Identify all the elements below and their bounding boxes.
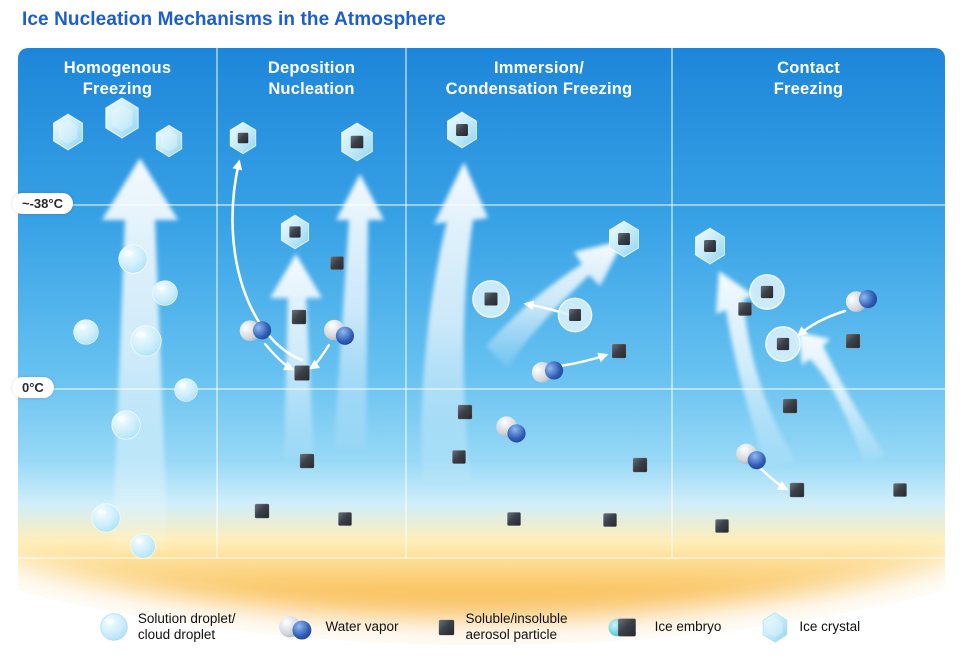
- updraft-arrow: [798, 332, 886, 462]
- ice-embryo-droplet-icon: [749, 274, 785, 310]
- transfer-arrow: [308, 343, 331, 370]
- aerosol-particle-icon: [329, 255, 345, 271]
- panel-header-contact-freezing: Contact Freezing: [773, 59, 844, 99]
- aerosol-particle-icon: [782, 398, 798, 414]
- aerosol-particle-icon: [845, 333, 861, 349]
- panel-scene-contact: [695, 227, 908, 534]
- panel-header-deposition-nucleation: Deposition Nucleation: [267, 59, 356, 99]
- sky-background: [18, 48, 945, 645]
- updraft-arrow: [716, 271, 796, 466]
- updraft-arrow: [486, 240, 624, 368]
- sky-region: [18, 48, 945, 645]
- ice-embryo-droplet-icon: [557, 297, 593, 333]
- aerosol-particle-icon: [714, 518, 730, 534]
- aerosol-particle-icon: [254, 503, 270, 519]
- transfer-arrow: [757, 465, 789, 491]
- solution-droplet-icon: [111, 410, 141, 440]
- aerosol-particle-icon: [299, 453, 315, 469]
- legend-label: Ice embryo: [654, 618, 722, 634]
- aerosol-particle-icon: [611, 343, 627, 359]
- aerosol-particle-icon: [294, 365, 310, 381]
- water-vapor-icon: [279, 615, 312, 640]
- solution-droplet-icon: [130, 325, 162, 357]
- legend-item-ice-crystal: Ice crystal: [761, 611, 861, 643]
- panel-scene-deposition: [229, 121, 384, 527]
- panel-scene-immersion: [421, 111, 648, 528]
- solution-droplet-icon: [91, 503, 121, 533]
- solution-droplet-icon: [118, 244, 148, 274]
- solution-droplet-icon: [100, 613, 128, 641]
- panel-scene-homogenous: [53, 97, 198, 559]
- updraft-arrow: [421, 162, 488, 480]
- aerosol-particle-icon: [337, 511, 353, 527]
- legend: Solution droplet/ cloud droplet Water va…: [0, 598, 960, 656]
- legend-label: Solution droplet/ cloud droplet: [137, 610, 236, 642]
- legend-item-ice-embryo: Ice embryo: [607, 614, 722, 641]
- ice-embryo-droplet-icon: [765, 326, 801, 362]
- legend-item-water-vapor: Water vapor: [275, 612, 398, 643]
- ice-crystal-icon: [763, 611, 788, 643]
- aerosol-particle-icon: [439, 619, 455, 635]
- legend-item-solution-droplet: Solution droplet/ cloud droplet: [100, 610, 236, 643]
- solution-droplet-icon: [174, 378, 198, 402]
- aerosol-particle-icon: [789, 482, 805, 498]
- temperature-label-minus-38: ~-38°C: [12, 193, 73, 214]
- transfer-arrow: [231, 159, 304, 362]
- panel-header-homogenous-freezing: Homogenous Freezing: [63, 59, 172, 99]
- transfer-arrow: [797, 309, 847, 337]
- ice-embryo-icon: [607, 618, 636, 636]
- legend-label: Water vapor: [325, 618, 399, 634]
- aerosol-particle-icon: [451, 449, 467, 465]
- ice-embryo-droplet-icon: [472, 280, 510, 318]
- aerosol-particle-icon: [602, 512, 618, 528]
- solution-droplet-icon: [130, 533, 156, 559]
- legend-label: Soluble/insoluble aerosol particle: [465, 610, 568, 642]
- legend-label: Ice crystal: [799, 618, 861, 634]
- aerosol-particle-icon: [506, 511, 522, 527]
- updraft-arrow: [102, 158, 178, 553]
- solution-droplet-icon: [73, 319, 99, 345]
- aerosol-particle-icon: [457, 404, 473, 420]
- aerosol-particle-icon: [291, 309, 307, 325]
- page-title: Ice Nucleation Mechanisms in the Atmosph…: [22, 9, 446, 30]
- solution-droplet-icon: [152, 280, 178, 306]
- panel-header-immersion-condensation-freezing: Immersion/ Condensation Freezing: [445, 59, 633, 99]
- aerosol-particle-icon: [892, 482, 908, 498]
- aerosol-particle-icon: [737, 301, 753, 317]
- earth-horizon-fade: [0, 556, 960, 672]
- aerosol-particle-icon: [632, 457, 648, 473]
- temperature-label-zero: 0°C: [12, 377, 54, 398]
- legend-item-aerosol-particle: Soluble/insoluble aerosol particle: [438, 610, 568, 643]
- transfer-arrow: [558, 352, 609, 368]
- transfer-arrow: [263, 342, 295, 371]
- updraft-arrow: [334, 174, 384, 448]
